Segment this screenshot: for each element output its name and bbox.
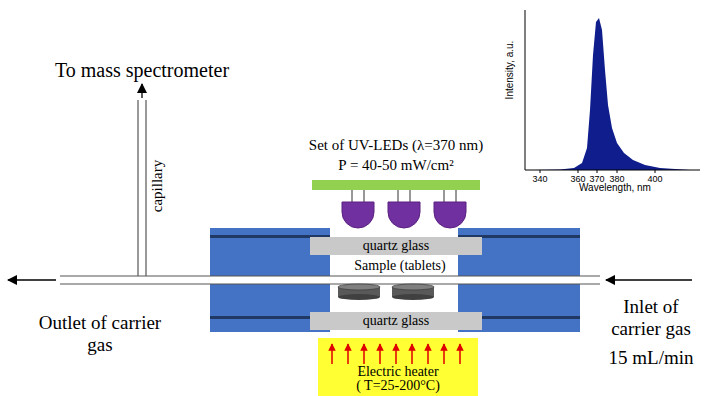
heat-arrow xyxy=(395,344,397,364)
tick-label: 400 xyxy=(647,174,662,184)
axis-title: Intensity, a.u. xyxy=(504,41,516,100)
node-text: ( T=25-200°C) xyxy=(356,379,440,394)
heat-arrow xyxy=(379,344,381,364)
flow-arrow xyxy=(8,279,56,280)
tube-bore xyxy=(60,276,600,284)
x-axis xyxy=(525,170,700,171)
part-name: Set of UV-LEDs (λ=370 nm) xyxy=(309,137,483,154)
tick-label: 340 xyxy=(532,174,547,184)
quartz-glass: quartz glass xyxy=(310,312,482,330)
electric-heater: Electric heater( T=25-200°C) xyxy=(318,338,478,396)
heat-arrow xyxy=(347,344,349,364)
sample-tablets xyxy=(338,284,434,300)
node-text: quartz glass xyxy=(363,239,429,254)
tick-label: 380 xyxy=(609,174,624,184)
heat-arrow xyxy=(363,344,365,364)
flow-label: Inlet of carrier gas xyxy=(601,296,701,340)
flow-rate: 15 mL/min xyxy=(609,347,694,369)
node-text: Electric heater xyxy=(357,365,438,380)
capillary-wall xyxy=(145,100,146,276)
tick-label: 370 xyxy=(589,174,604,184)
spectrum-inset xyxy=(525,10,700,173)
y-axis xyxy=(525,10,526,170)
node-text: quartz glass xyxy=(363,314,429,329)
heat-arrow xyxy=(459,344,461,364)
heat-arrows xyxy=(332,344,460,364)
heat-arrow xyxy=(331,344,333,364)
tick-label: 360 xyxy=(570,174,585,184)
power-value: P = 40-50 mW/cm² xyxy=(338,157,453,174)
outlet-label: To mass spectrometer xyxy=(55,59,229,82)
uv-leds xyxy=(342,190,466,228)
flow-label: Outlet of carrier gas xyxy=(30,312,170,356)
capillary-wall xyxy=(137,100,138,276)
x-ticks xyxy=(540,170,655,173)
part-name: capillary xyxy=(149,160,166,212)
tube-wall xyxy=(60,283,600,284)
spectrum-peak xyxy=(535,18,690,170)
quartz-glass: quartz glass xyxy=(310,237,482,255)
part-name: Sample (tablets) xyxy=(351,258,448,274)
heater-body xyxy=(318,338,478,396)
tube-wall xyxy=(60,275,600,276)
heat-arrow xyxy=(427,344,429,364)
heat-arrow xyxy=(411,344,413,364)
axis-title: Wavelength, nm xyxy=(579,182,651,194)
led-board xyxy=(312,180,480,190)
heat-arrow xyxy=(443,344,445,364)
flow-arrow xyxy=(606,279,692,280)
flow-arrow xyxy=(141,84,142,98)
